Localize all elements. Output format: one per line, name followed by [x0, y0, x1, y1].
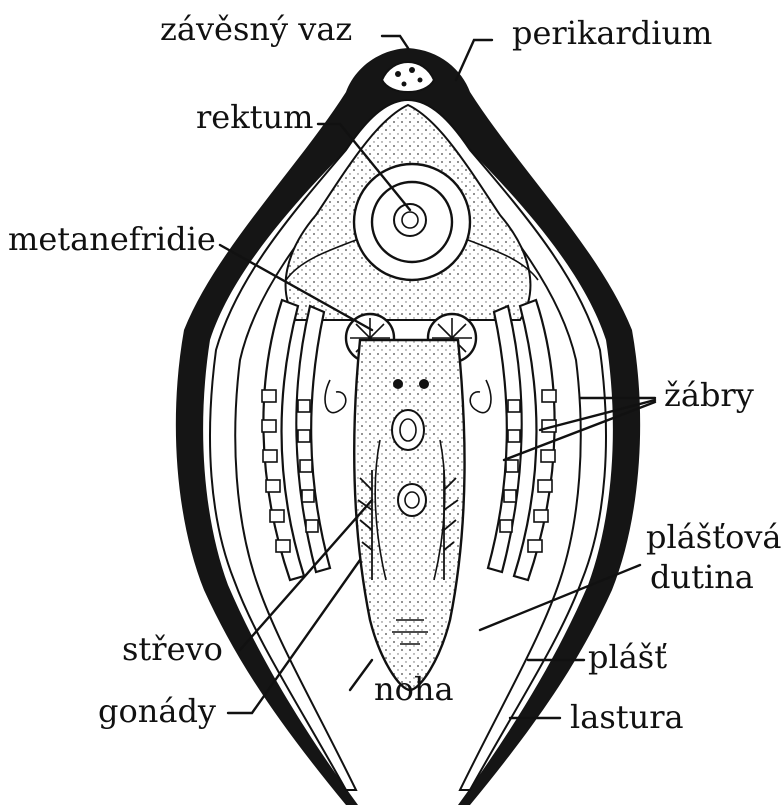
label-strevo: střevo [122, 630, 223, 668]
label-perikardium: perikardium [512, 14, 712, 52]
label-metanefridie: metanefridie [8, 220, 216, 258]
label-noha: noha [374, 670, 454, 708]
label-rektum: rektum [196, 98, 313, 136]
label-gonady: gonády [98, 692, 216, 730]
label-zavesny-vaz: závěsný vaz [160, 10, 352, 48]
foot [354, 340, 464, 690]
label-zabry: žábry [664, 376, 754, 414]
label-lastura: lastura [570, 698, 684, 736]
label-plast: plášť [588, 638, 667, 676]
label-plastova-dutina-1: plášťová [646, 518, 782, 556]
label-plastova-dutina-2: dutina [650, 558, 754, 596]
